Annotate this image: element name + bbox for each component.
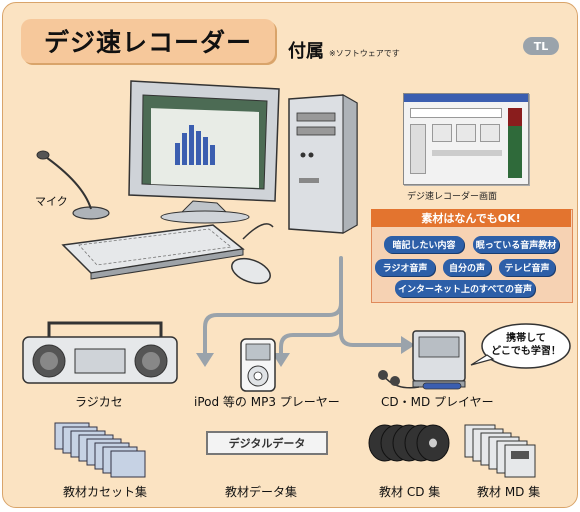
product-title: デジ速レコーダー (21, 19, 275, 63)
material-pill: テレビ音声 (499, 259, 555, 276)
tl-logo-badge: TL (523, 37, 559, 55)
digital-set-label: 教材データ集 (225, 485, 298, 499)
material-pill: 暗記したい内容 (384, 236, 464, 253)
pc-tower-icon (288, 94, 358, 234)
speech-bubble (470, 323, 571, 369)
arrow-to-cdmd (339, 276, 405, 347)
ipod-icon (240, 338, 276, 392)
cd-set-label: 教材 CD 集 (379, 485, 441, 499)
cassette-set-label: 教材カセット集 (63, 485, 148, 499)
mic-label: マイク (35, 195, 68, 208)
microphone-icon (36, 150, 110, 220)
materials-heading: 素材はなんでもOK! (371, 209, 571, 227)
thumb-titlebar (404, 94, 528, 102)
cassette-stack-icon (54, 422, 146, 478)
arrow-head-cdmd (401, 336, 415, 354)
arrow-heads (196, 336, 415, 367)
flow-arrows (203, 256, 405, 357)
cdmd-label: CD・MD プレイヤー (381, 395, 494, 409)
ipod-label: iPod 等の MP3 プレーヤー (194, 395, 340, 409)
material-pill: ラジオ音声 (375, 259, 435, 276)
boombox-icon (22, 321, 178, 384)
cd-stack-icon (368, 424, 450, 462)
cd-md-player-icon (378, 330, 466, 390)
illustration-svg (22, 80, 571, 478)
attached-label: 付属 (288, 41, 324, 62)
material-pill: 眠っている音声教材 (473, 236, 559, 253)
material-pill: 自分の声 (443, 259, 491, 276)
recorder-window-caption: デジ速レコーダー画面 (407, 192, 498, 202)
md-stack-icon (464, 424, 536, 478)
monitor-icon (128, 80, 280, 224)
attached-note: ※ソフトウェアです (329, 49, 400, 58)
keyboard-icon (61, 224, 245, 280)
arrow-head-radio (196, 353, 214, 367)
material-pill: インターネット上のすべての音声 (395, 280, 535, 297)
mouse-icon (231, 223, 274, 285)
radio-label: ラジカセ (75, 395, 123, 409)
arrow-head-ipod (272, 353, 290, 367)
bubble-text: 携帯して どこでも学習！ (491, 333, 561, 357)
recorder-window-thumbnail (403, 93, 529, 185)
digital-data-box: デジタルデータ (206, 431, 328, 455)
md-set-label: 教材 MD 集 (477, 485, 541, 499)
